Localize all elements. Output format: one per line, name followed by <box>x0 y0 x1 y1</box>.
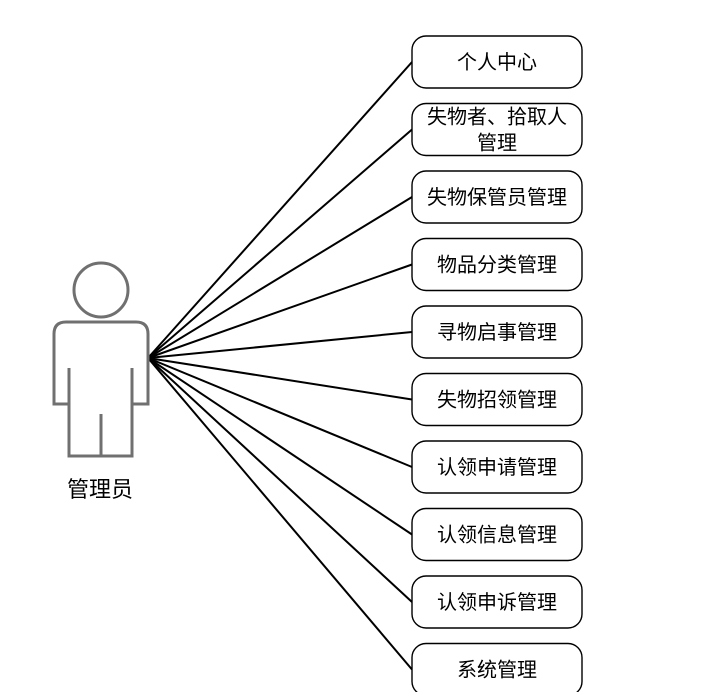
use-case-label: 认领申请管理 <box>437 455 557 479</box>
use-case-item: 认领申请管理 <box>411 440 583 494</box>
use-case-label: 失物者、拾取人 <box>427 105 567 129</box>
use-case-label: 认领申诉管理 <box>437 590 557 614</box>
use-case-item: 寻物启事管理 <box>411 305 583 359</box>
use-case-box <box>411 35 583 89</box>
use-case-item: 认领申诉管理 <box>411 575 583 629</box>
association-line <box>147 357 413 401</box>
actor-figure <box>52 261 150 458</box>
use-case-label: 物品分类管理 <box>437 253 557 277</box>
use-case-box <box>411 372 583 427</box>
use-case-box <box>411 575 583 629</box>
association-line <box>147 263 413 359</box>
use-case-box <box>411 305 583 359</box>
use-case-label: 个人中心 <box>457 50 537 74</box>
association-line <box>147 128 413 359</box>
use-case-item: 认领信息管理 <box>411 507 583 562</box>
association-lines <box>147 61 413 671</box>
use-case-label: 失物招领管理 <box>437 388 557 412</box>
association-line <box>147 357 413 671</box>
use-case-item: 个人中心 <box>411 35 583 89</box>
use-case-label: 系统管理 <box>457 658 537 682</box>
use-case-list: 个人中心失物者、拾取人管理失物保管员管理物品分类管理寻物启事管理失物招领管理认领… <box>411 35 583 692</box>
use-case-label: 寻物启事管理 <box>437 320 557 344</box>
actor-label: 管理员 <box>67 478 133 503</box>
use-case-item: 物品分类管理 <box>411 237 583 292</box>
use-case-box <box>411 237 583 292</box>
use-case-box <box>411 440 583 494</box>
association-line <box>147 357 413 468</box>
use-case-box <box>411 170 583 224</box>
actor-body <box>52 320 150 458</box>
use-case-box <box>411 102 583 157</box>
use-case-item: 失物保管员管理 <box>411 170 583 224</box>
association-line <box>147 357 413 603</box>
use-case-item: 失物招领管理 <box>411 372 583 427</box>
association-line <box>147 331 413 359</box>
association-line <box>147 196 413 359</box>
use-case-label: 认领信息管理 <box>437 523 557 547</box>
use-case-box <box>411 507 583 562</box>
association-line <box>147 61 413 359</box>
use-case-item: 系统管理 <box>411 642 583 692</box>
use-case-box <box>411 642 583 692</box>
association-line <box>147 357 413 536</box>
actor-head <box>72 261 130 319</box>
use-case-label: 失物保管员管理 <box>427 185 567 209</box>
use-case-label: 管理 <box>477 131 517 155</box>
